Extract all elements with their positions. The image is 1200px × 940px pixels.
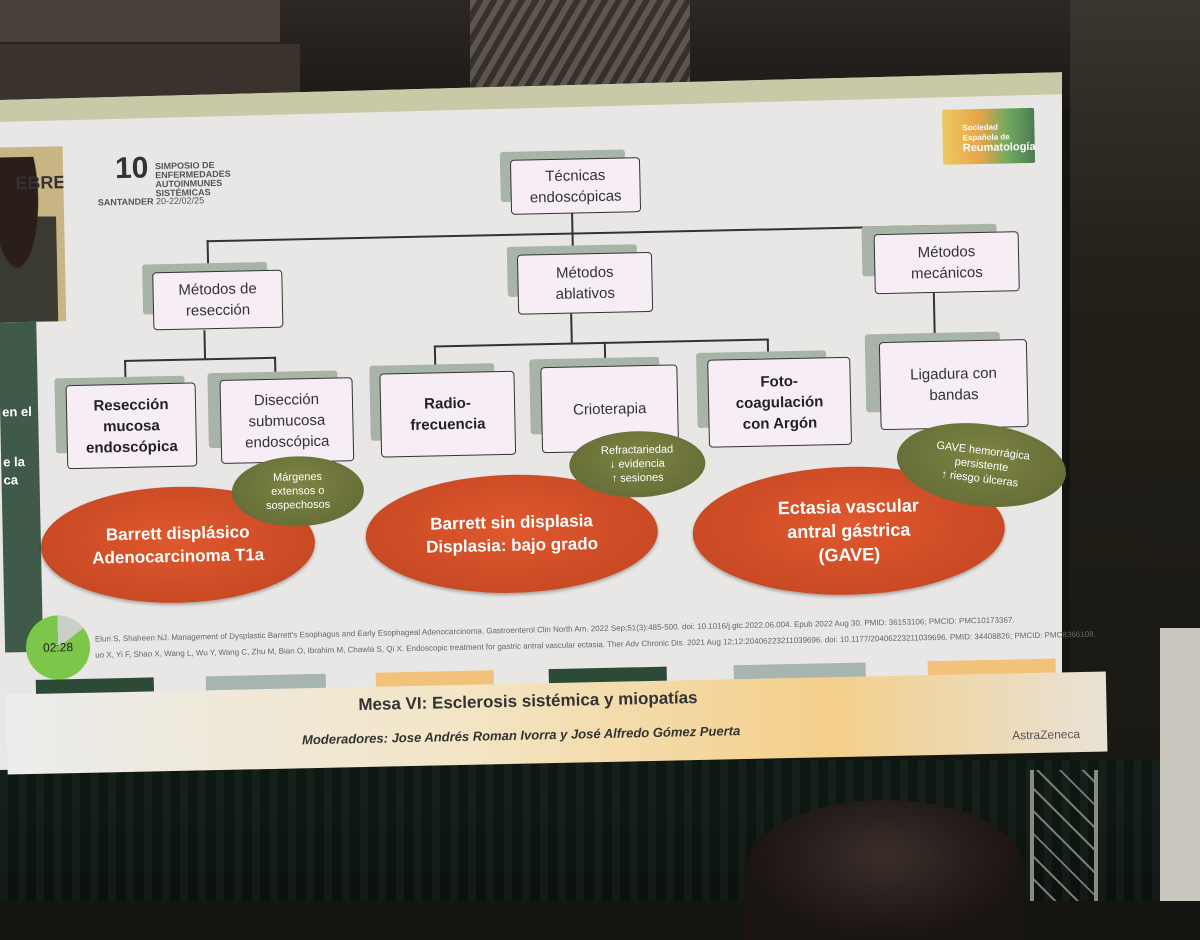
node-text: mucosa (102, 416, 160, 435)
node-text: endoscópica (85, 437, 178, 457)
node-text: Métodos (917, 243, 976, 262)
symposium-logo: 10 SIMPOSIO DE ENFERMEDADES AUTOINMUNES … (85, 151, 231, 220)
node-endoscopic-techniques: Técnicas endoscópicas (509, 157, 642, 215)
footer-bar (733, 662, 866, 680)
connector (571, 212, 574, 235)
ceiling-panel (0, 0, 280, 42)
indication-text: (GAVE) (818, 544, 881, 566)
indication-text: Displasia: bajo grado (425, 534, 599, 557)
side-fragment: en el (1, 403, 32, 420)
symposium-number: 10 (114, 151, 149, 186)
node-text: Resección (93, 395, 169, 415)
footer-bar (927, 658, 1056, 676)
node-band-ligation: Ligadura con bandas (878, 339, 1029, 431)
node-endoscopic-mucosal-resection: Resección mucosa endoscópica (65, 382, 198, 470)
node-text: submucosa (248, 411, 326, 430)
node-ablative-methods: Métodos ablativos (516, 251, 654, 315)
node-text: Foto- (760, 372, 799, 391)
node-text: frecuencia (410, 415, 486, 434)
node-text: Radio- (424, 394, 472, 413)
node-text: Técnicas (545, 166, 606, 185)
indication-text: antral gástrica (787, 519, 911, 543)
node-text: mecánicos (910, 263, 983, 283)
node-text: coagulación (735, 392, 824, 412)
presentation-timer: 02:28 (25, 614, 91, 681)
node-text: Crioterapia (572, 399, 647, 419)
society-logo: Sociedad Española de Reumatología (941, 107, 1036, 165)
connector (433, 338, 769, 348)
side-fragment: e la (3, 454, 26, 470)
note-text: Refractariedad (600, 443, 674, 457)
left-sidebar: en el e la ca (0, 321, 44, 653)
note-text: extensos o (271, 484, 325, 498)
connector (206, 225, 932, 243)
node-text: con Argón (742, 413, 818, 433)
footer-bar (548, 666, 667, 684)
node-text: resección (185, 301, 251, 320)
connector (433, 345, 437, 366)
slide-footer (6, 671, 1108, 775)
note-text: sospechosos (265, 498, 331, 513)
ceiling-vent (470, 0, 690, 95)
node-text: Métodos de (178, 280, 257, 299)
node-text: ablativos (555, 284, 616, 303)
indication-text: Adenocarcinoma T1a (92, 545, 265, 568)
society-logo-line: Reumatología (962, 140, 1036, 155)
speaker-webcam: EBRE (0, 146, 67, 323)
node-text: endoscópica (245, 432, 330, 451)
node-mechanical-methods: Métodos mecánicos (873, 231, 1020, 295)
side-panel (1160, 628, 1200, 901)
node-submucosal-dissection: Disección submucosa endoscópica (219, 377, 355, 464)
screen-fragment: EBRE (15, 172, 66, 194)
audience-head (745, 800, 1025, 940)
footer-bar (375, 670, 494, 687)
side-fragment: ca (3, 472, 19, 488)
node-text: Disección (253, 390, 320, 409)
node-text: endoscópicas (529, 187, 622, 206)
stage-truss (1030, 770, 1098, 901)
note-text: Márgenes (272, 470, 323, 484)
connector (203, 330, 207, 361)
node-text: bandas (929, 386, 979, 405)
node-text: Ligadura con (909, 364, 998, 384)
note-margins: Márgenes extensos o sospechosos (231, 454, 365, 528)
symposium-dates: 20-22/02/25 (155, 195, 205, 207)
connector (570, 313, 573, 344)
indication-text: Barrett sin displasia (430, 511, 593, 534)
footer-bar (205, 673, 326, 691)
footer-bar (35, 677, 155, 694)
note-text: ↑ sesiones (611, 471, 664, 485)
node-text: Métodos (555, 263, 614, 282)
node-argon-photocoagulation: Foto- coagulación con Argón (707, 356, 852, 448)
node-radiofrequency: Radio- frecuencia (379, 370, 517, 458)
sponsor-logo: AstraZeneca (1011, 727, 1081, 743)
timer-text: 02:28 (42, 640, 74, 655)
note-text: ↓ evidencia (609, 457, 665, 471)
slide: EBRE en el e la ca 10 SIMPOSIO DE ENFERM… (0, 107, 1108, 775)
indication-text: Ectasia vascular (777, 495, 920, 519)
node-resection-methods: Métodos de resección (152, 269, 284, 331)
connector (124, 356, 277, 362)
symposium-location: SANTANDER (97, 196, 154, 208)
indication-text: Barrett displásico (105, 522, 250, 545)
